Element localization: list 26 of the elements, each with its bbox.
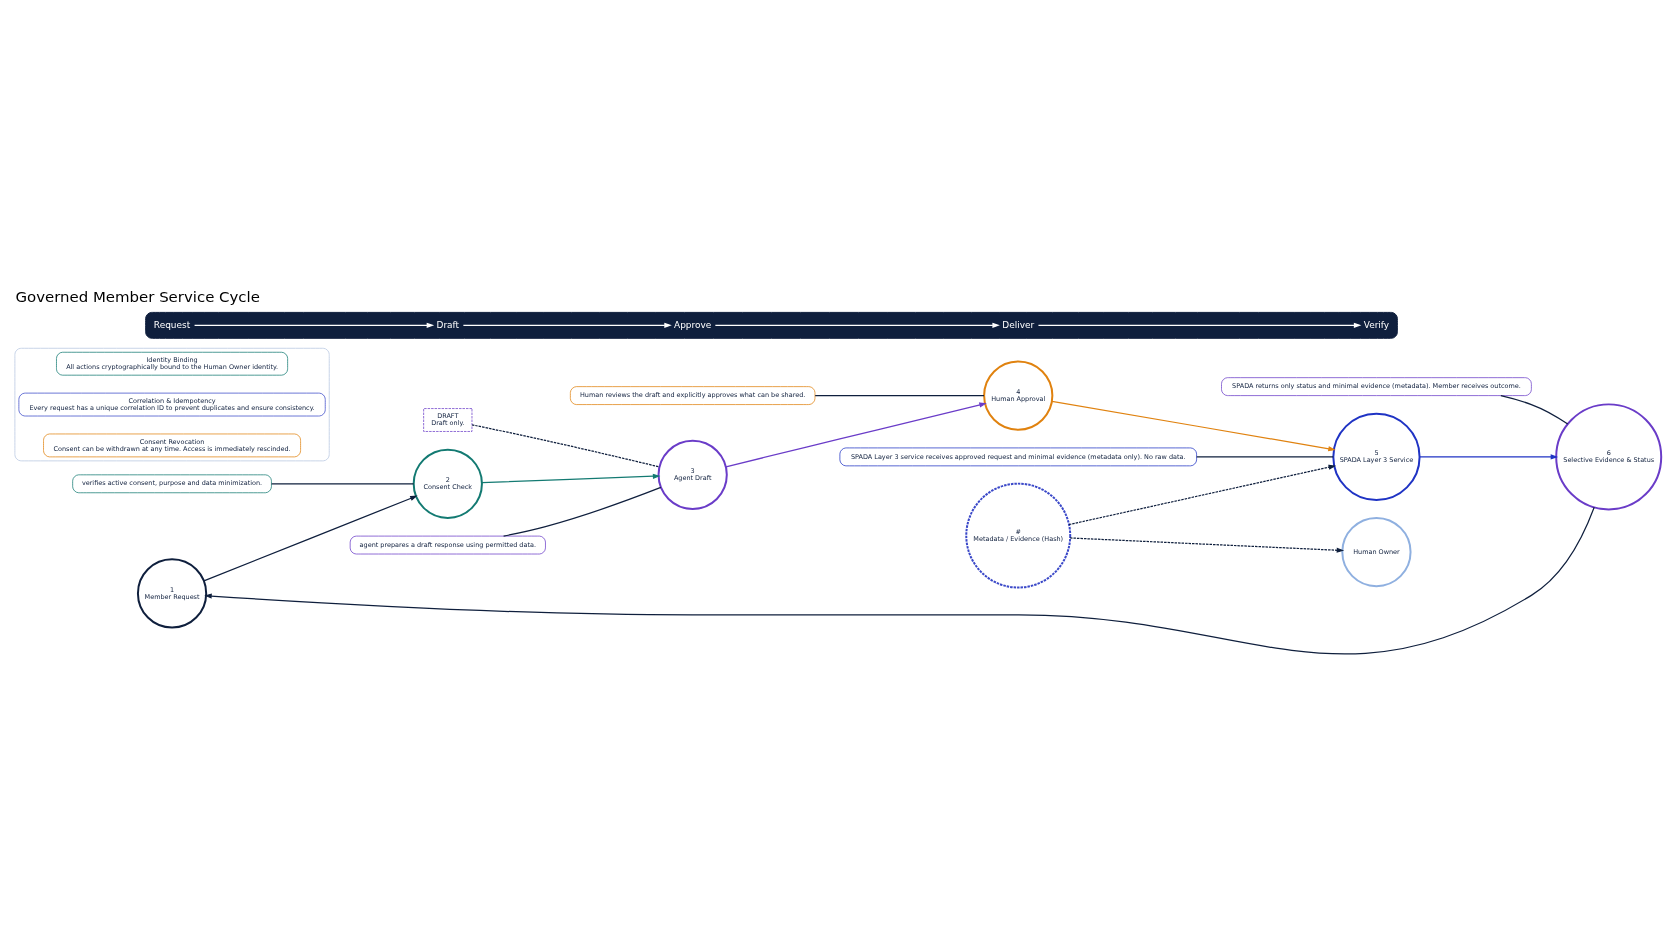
connector	[270, 482, 415, 484]
node-text: Deliver	[1002, 319, 1035, 330]
connector	[503, 486, 662, 537]
connector	[1196, 455, 1334, 457]
arrow	[1069, 536, 1345, 553]
arrow	[725, 401, 987, 467]
node-text: Approve	[674, 319, 712, 330]
connector	[471, 423, 661, 468]
arrow	[1051, 400, 1336, 451]
arrow	[714, 322, 1000, 328]
arrow	[203, 495, 418, 581]
connector	[1500, 394, 1569, 425]
cluster	[145, 311, 1398, 339]
arrow	[462, 322, 672, 328]
arrow	[204, 506, 1595, 654]
diagram-title: Governed Member Service Cycle	[15, 287, 260, 306]
cluster	[14, 347, 330, 461]
arrow	[1037, 322, 1362, 328]
arrow	[481, 473, 661, 483]
arrow	[193, 322, 435, 328]
connector	[814, 394, 985, 396]
node-text: Draft	[436, 319, 460, 330]
arrow	[1068, 464, 1337, 525]
node-text: Verify	[1363, 319, 1390, 330]
arrow	[1419, 453, 1559, 459]
node-text: Request	[153, 319, 191, 330]
